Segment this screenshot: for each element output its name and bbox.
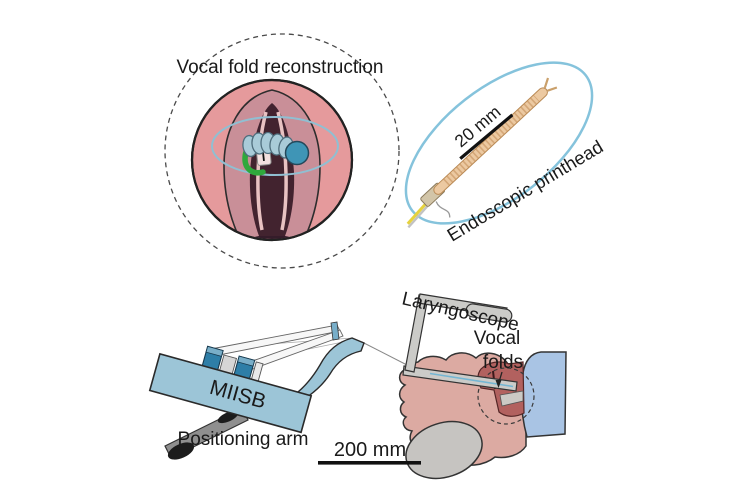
printhead-feed-line: [361, 341, 408, 366]
dashed-boundary-circle: [164, 33, 400, 269]
endoscope-shaft: [242, 131, 310, 166]
miisb-device: MIISB: [148, 345, 313, 434]
printhead-scalebar-line: [459, 113, 514, 160]
miisb-body: [148, 352, 313, 434]
larynx-dashed-circle: [477, 367, 535, 425]
laryngoscope-handle-group: [465, 303, 513, 323]
scene-scalebar-label: 200 mm: [334, 439, 406, 461]
vocal-fold-reconstruction-inset: Vocal fold reconstruction: [164, 33, 400, 269]
guide-ring: [211, 116, 339, 176]
endoscopic-printhead-inset: 20 mm Endoscopic printhead: [404, 61, 607, 245]
printhead-cable-yellow: [406, 201, 428, 225]
vocal-folds-label-line1: Vocal: [474, 328, 520, 349]
blade-tip-in-throat: [499, 390, 524, 407]
printhead-segments: [442, 94, 540, 186]
printhead-device: [406, 77, 558, 229]
linkage-pin: [330, 321, 340, 341]
printhead-wire: [435, 201, 451, 218]
patient-shirt: [520, 351, 567, 438]
vocal-folds-pointer-arrow: [495, 380, 502, 388]
positioning-arm-foot: [167, 442, 195, 460]
printhead-cable-gray: [407, 205, 429, 229]
miisb-clamp-top: [237, 355, 256, 367]
endoscopic-view-outline: [190, 78, 354, 242]
miisb-clamp-top: [205, 345, 224, 357]
positioning-arm-label: Positioning arm: [178, 429, 309, 450]
endoscope-tip: [284, 140, 310, 166]
printhead-fork-tip: [543, 77, 558, 92]
laryngoscope-holder-arm: [276, 337, 365, 410]
vocal-folds-label-line2: folds: [483, 352, 523, 373]
inset-title: Vocal fold reconstruction: [176, 57, 383, 78]
surgical-scene: MIISB Positioning arm Laryngoscope Vocal…: [148, 288, 567, 480]
scene-scalebar-line: [318, 461, 421, 465]
laryngoscope-handle: [465, 303, 513, 323]
